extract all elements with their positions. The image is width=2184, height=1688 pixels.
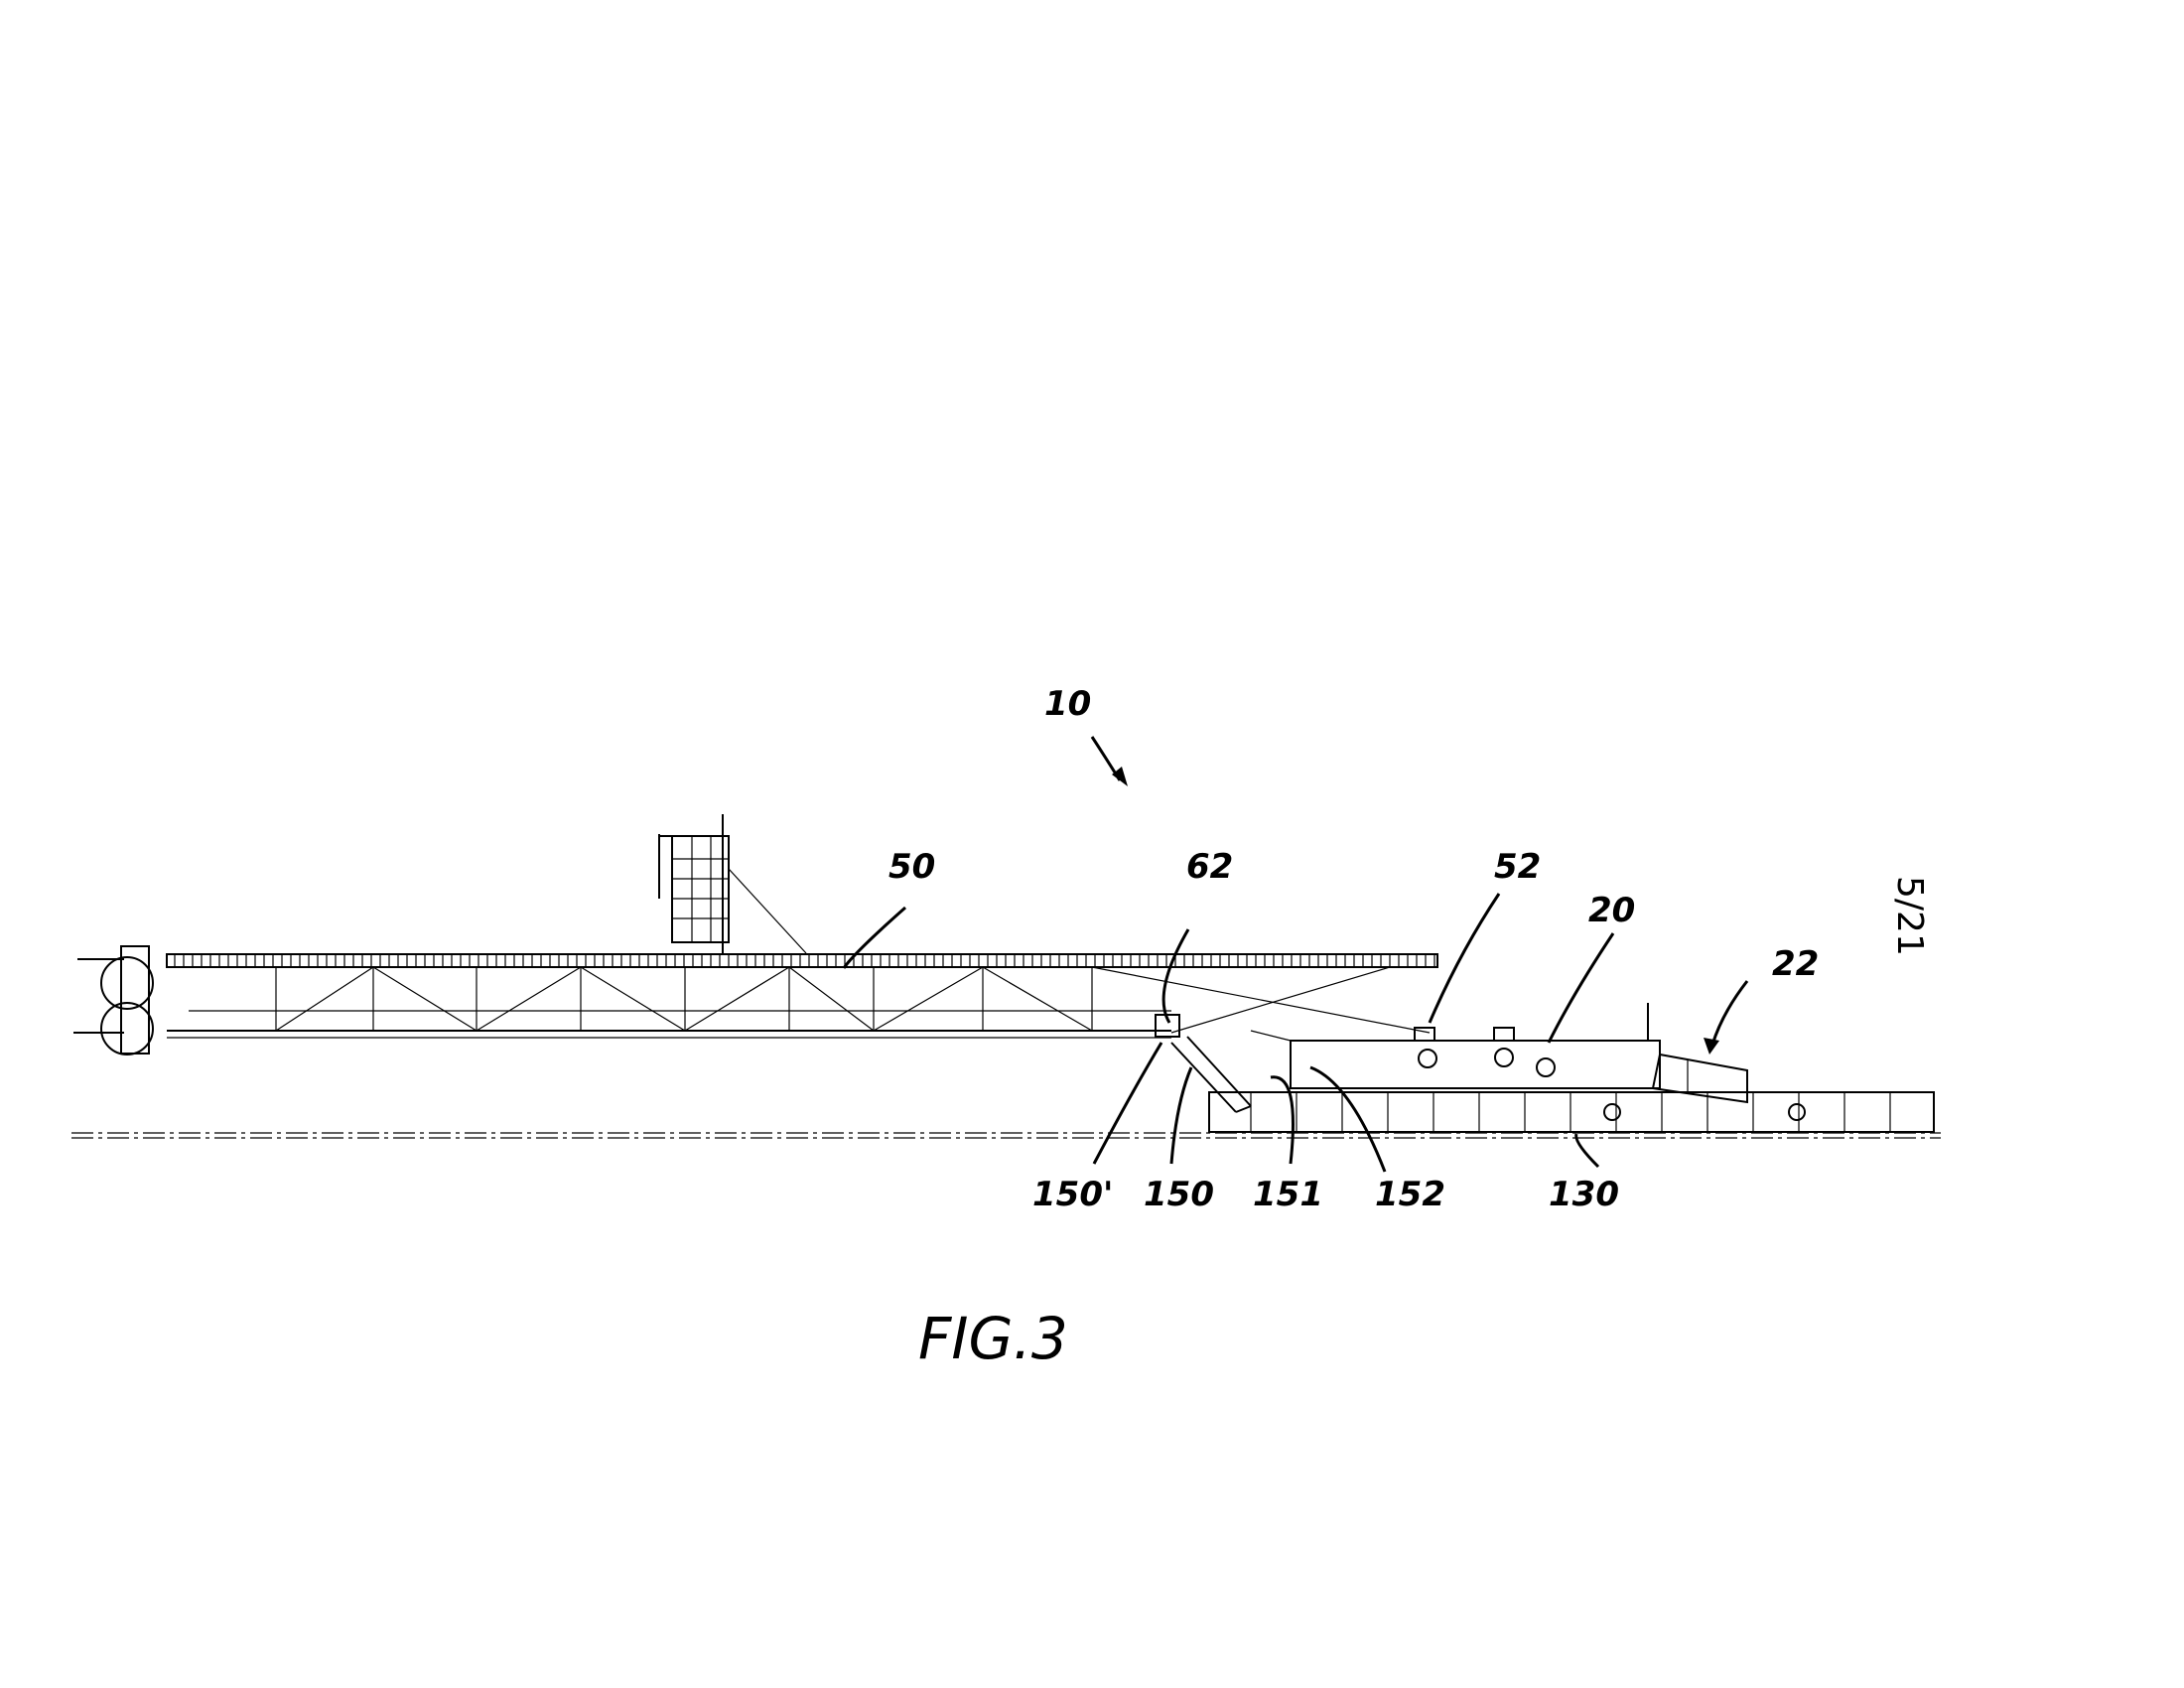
leader-20 xyxy=(1547,932,1615,1044)
ref-label-130: 130 xyxy=(1549,1175,1619,1214)
pivot-block xyxy=(1155,1014,1180,1038)
base-frame xyxy=(1208,1091,1935,1133)
ref-label-10: 10 xyxy=(1044,684,1091,724)
ref-label-20: 20 xyxy=(1588,891,1635,930)
leader-151 xyxy=(1270,1075,1295,1165)
sheet-number: 5/21 xyxy=(1889,876,1930,956)
ref-label-52: 52 xyxy=(1494,847,1541,887)
truss-diagonal xyxy=(372,966,478,1032)
figure-caption: FIG.3 xyxy=(918,1305,1068,1372)
end-wheel-assembly xyxy=(73,945,154,1055)
leader-152 xyxy=(1309,1065,1387,1173)
operator-cage xyxy=(658,814,807,954)
truss-diagonal xyxy=(580,966,686,1032)
ref-label-22: 22 xyxy=(1772,944,1819,984)
leader-62 xyxy=(1161,928,1190,1024)
leader-22 xyxy=(1710,980,1749,1046)
ref-label-62: 62 xyxy=(1186,847,1233,887)
truss-diagonal xyxy=(1091,966,1431,1034)
ref-label-152: 152 xyxy=(1375,1175,1445,1214)
hydraulic-cylinder xyxy=(1170,1036,1252,1113)
leader-150p xyxy=(1092,1042,1163,1165)
truss-diagonal xyxy=(1170,966,1391,1034)
leader-150 xyxy=(1169,1066,1193,1165)
leader-52 xyxy=(1428,893,1501,1024)
ramp xyxy=(1651,1053,1748,1104)
arrow-22 xyxy=(1704,1038,1719,1055)
substructure xyxy=(1250,1003,1661,1089)
arrow-10 xyxy=(1112,767,1128,786)
leader-50 xyxy=(842,906,906,969)
ref-label-150-prime: 150' xyxy=(1032,1175,1113,1214)
truss-diagonal xyxy=(476,966,582,1032)
truss-diagonal xyxy=(788,966,875,1032)
ref-label-151: 151 xyxy=(1253,1175,1323,1214)
ref-label-50: 50 xyxy=(888,847,935,887)
ref-label-150: 150 xyxy=(1144,1175,1214,1214)
truss-diagonal xyxy=(275,966,374,1032)
truss-diagonal xyxy=(873,966,984,1032)
truss-diagonal xyxy=(684,966,790,1032)
truss-diagonal xyxy=(982,966,1093,1032)
boom-truss xyxy=(166,953,1438,1039)
leader-130 xyxy=(1574,1133,1600,1169)
